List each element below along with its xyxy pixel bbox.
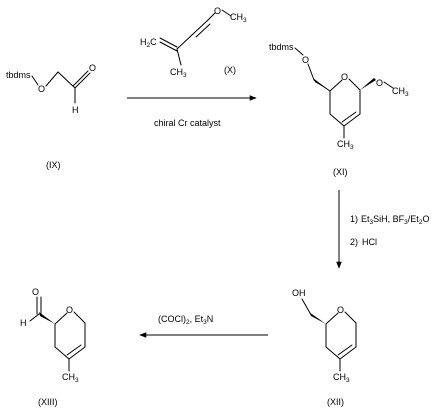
- bond: [383, 81, 394, 89]
- compound-xii-label: (XII): [327, 397, 344, 407]
- bond: [221, 9, 232, 17]
- internal-double-bond: [192, 19, 209, 35]
- bond: [207, 12, 216, 21]
- ring-bond: [344, 311, 357, 324]
- ether-oxygen-label: O: [38, 84, 45, 94]
- tbdms-label: tbdms: [269, 42, 294, 52]
- ring-bond: [329, 79, 343, 92]
- ring-methyl-label: CH3: [337, 139, 354, 151]
- bond-to-methyl: [176, 48, 182, 66]
- compound-ix-label: (IX): [46, 160, 61, 170]
- step1-reagent: chiral Cr catalyst: [154, 118, 221, 128]
- compound-xiii-structure: O H O CH3 (XIII): [20, 287, 86, 407]
- bond: [45, 71, 59, 87]
- carbonyl-double-bond: [74, 72, 91, 89]
- ring-oxygen-label: O: [66, 305, 73, 315]
- bond: [29, 313, 40, 322]
- ring-methyl-label: CH3: [62, 372, 79, 384]
- ring-bond: [329, 113, 345, 127]
- bond: [176, 33, 194, 50]
- compound-x-label: (X): [224, 65, 236, 75]
- aldehyde-h-label: H: [72, 105, 79, 115]
- hydroxyl-label: OH: [292, 288, 306, 298]
- ring-bond: [325, 312, 339, 325]
- reaction-arrow-3: (COCl)2, Et3N: [139, 314, 268, 338]
- side-oxygen-label: O: [302, 55, 309, 65]
- internal-double-bond: [195, 23, 211, 38]
- compound-x-structure: H2C CH3 O CH3 (X): [140, 6, 247, 79]
- ring-bond: [54, 312, 68, 325]
- ring-double-bond: [343, 113, 361, 127]
- ring-bond: [73, 311, 86, 324]
- terminal-double-bond: [159, 41, 178, 52]
- carbonyl-double-bond: [72, 70, 89, 87]
- methoxy-oxygen-label: O: [376, 78, 383, 88]
- terminal-double-bond: [159, 37, 178, 48]
- ring-double-bond: [337, 344, 353, 356]
- bond: [31, 75, 39, 86]
- ring-oxygen-label: O: [341, 72, 348, 82]
- ring-oxygen-label: O: [337, 305, 344, 315]
- tbdms-label: tbdms: [6, 70, 31, 80]
- ring-double-bond: [66, 344, 82, 356]
- methyl-label: CH3: [170, 67, 187, 79]
- ring-bond: [348, 78, 361, 91]
- bond: [301, 298, 311, 314]
- ring-double-bond: [68, 346, 86, 360]
- stereo-wedge: [360, 78, 376, 90]
- compound-xiii-label: (XIII): [38, 397, 58, 407]
- reaction-arrow-2: 1)Et3SiH, BF3/Et2O 2)HCl: [336, 190, 429, 269]
- compound-xii-structure: OH O CH3 (XII): [292, 288, 357, 407]
- enol-ether-oxygen-label: O: [214, 6, 221, 16]
- ring-double-bond: [339, 346, 357, 360]
- step2-line2: 2)HCl: [350, 237, 377, 247]
- bond: [307, 63, 315, 81]
- bond: [57, 71, 76, 89]
- methoxy-ch3-label: CH3: [392, 86, 409, 98]
- step3-reagent: (COCl)2, Et3N: [158, 314, 213, 326]
- aldehyde-h-label: H: [20, 318, 27, 328]
- step2-line1: 1)Et3SiH, BF3/Et2O: [350, 214, 429, 226]
- carbonyl-oxygen-label: O: [32, 287, 39, 297]
- compound-xi-label: (XI): [333, 167, 348, 177]
- carbonyl-oxygen-label: O: [89, 63, 96, 73]
- stereo-wedge: [309, 312, 326, 324]
- compound-xi-structure: tbdms O O CH3 O CH3 (XI): [269, 42, 409, 177]
- h2c-label: H2C: [140, 37, 157, 49]
- ring-bond: [325, 346, 341, 360]
- reaction-arrow-1: chiral Cr catalyst: [127, 95, 257, 128]
- ring-bond: [54, 346, 70, 360]
- ring-methyl-label: CH3: [333, 372, 350, 384]
- bond: [294, 47, 304, 56]
- ring-double-bond: [341, 111, 357, 123]
- compound-ix-structure: tbdms O O H (IX): [6, 63, 96, 170]
- stereo-wedge: [39, 312, 55, 324]
- stereo-wedge: [313, 78, 330, 91]
- methoxy-ch3-label: CH3: [230, 12, 247, 24]
